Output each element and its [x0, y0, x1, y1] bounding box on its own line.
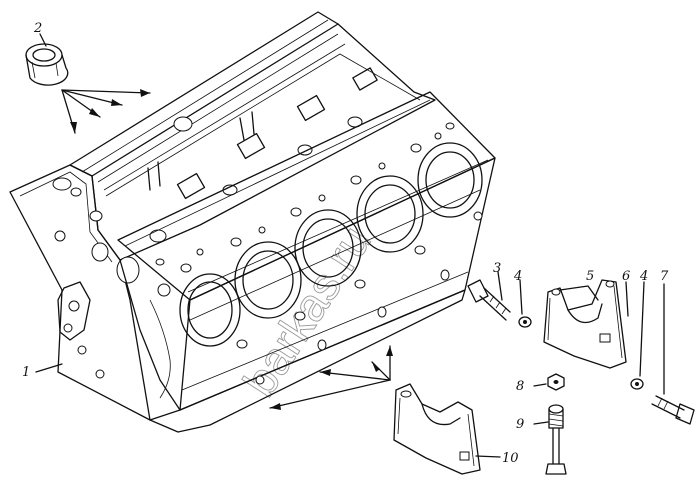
cylinder-block: [9, 11, 496, 433]
callout-3: 3: [493, 261, 501, 276]
callout-2: 2: [33, 21, 42, 36]
callout-7: 7: [660, 269, 669, 284]
callout-4a: 4: [513, 269, 522, 284]
callout-labels: 1 2 3 4 5 6 4 7 8 9 10: [22, 21, 669, 466]
part-4-washer-b: [630, 281, 645, 390]
callout-4b: 4: [639, 269, 648, 284]
part-9-stud: [545, 404, 567, 475]
leader-lines: [35, 363, 549, 458]
part-5-6-bearing-cap: [543, 279, 629, 369]
callout-9: 9: [516, 417, 524, 432]
deck-holes: [155, 122, 483, 349]
callout-10: 10: [502, 451, 519, 466]
part-8-nut: [547, 373, 565, 391]
callout-6: 6: [622, 269, 630, 284]
cap-arrows: [269, 345, 393, 410]
cylinder-bores: [179, 142, 483, 347]
part-7-cap-bolt: [651, 283, 695, 425]
callout-8: 8: [516, 379, 524, 394]
callout-5: 5: [586, 269, 594, 284]
part-10-bearing-cap: [393, 383, 481, 475]
part-4-washer-a: [518, 279, 532, 328]
part-2-bushing: [25, 33, 69, 86]
part-3-bolt: [467, 271, 511, 321]
part-2-arrows: [61, 89, 151, 134]
callout-1: 1: [22, 365, 30, 380]
